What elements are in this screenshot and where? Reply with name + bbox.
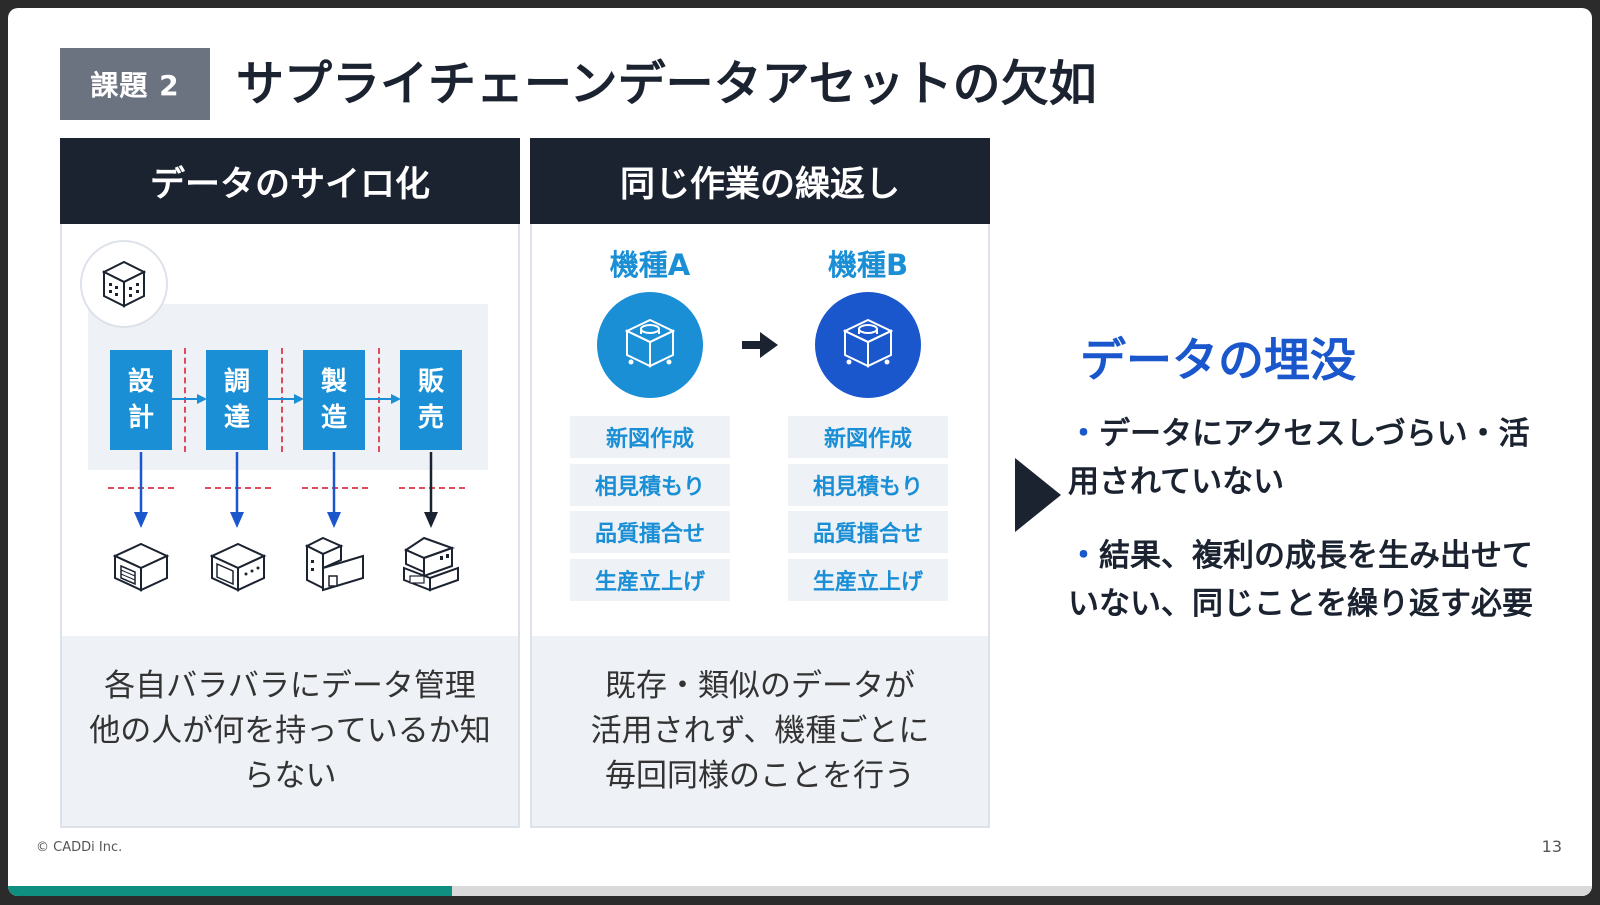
issue-badge: 課題 2 — [60, 48, 210, 120]
dept-procurement-char1: 調 — [223, 367, 250, 397]
conclusion-bullet: ・結果、複利の成長を生み出せていない、同じことを繰り返す必要 — [1068, 532, 1538, 628]
caption-line: らない — [243, 757, 337, 794]
result-arrow-icon — [1015, 458, 1061, 532]
down-arrow-icon — [327, 452, 341, 528]
task-item: 相見積もり — [788, 464, 948, 506]
caption-line: 各自バラバラにデータ管理 — [104, 667, 476, 704]
copyright: © CADDi Inc. — [36, 840, 123, 855]
warehouse-icon — [112, 542, 170, 592]
model-a-label: 機種A — [609, 248, 691, 282]
panel-repeated-work-caption: 既存・類似のデータが 活用されず、機種ごとに 毎回同様のことを行う — [532, 636, 988, 826]
dept-sales: 販 売 — [400, 350, 462, 450]
slide-title: サプライチェーンデータアセットの欠如 — [236, 56, 1097, 112]
flow-arrow-icon — [365, 394, 401, 404]
dept-manufacturing-char2: 造 — [320, 403, 347, 433]
caption-line: 既存・類似のデータが — [605, 667, 915, 704]
flow-arrow-icon — [268, 394, 304, 404]
factory-icon — [304, 536, 364, 592]
task-item: 生産立上げ — [570, 559, 730, 601]
office-icon — [209, 542, 267, 592]
model-b-label: 機種B — [827, 248, 909, 282]
store-icon — [403, 536, 459, 592]
progress-bar — [8, 886, 1592, 896]
dept-procurement-char2: 達 — [223, 403, 250, 433]
conclusion-heading: データの埋没 — [1080, 333, 1356, 387]
dept-procurement: 調 達 — [206, 350, 268, 450]
dept-manufacturing: 製 造 — [303, 350, 365, 450]
machine-b-icon — [815, 292, 921, 398]
panel-data-silo-caption: 各自バラバラにデータ管理 他の人が何を持っているか知 らない — [62, 636, 518, 826]
bullet-dot: ・ — [1068, 416, 1099, 452]
task-item: 新図作成 — [570, 416, 730, 458]
task-item: 品質擂合せ — [570, 511, 730, 553]
bullet-dot: ・ — [1068, 538, 1099, 574]
conclusion-bullet: ・データにアクセスしづらい・活用されていない — [1068, 410, 1538, 506]
down-arrow-icon — [230, 452, 244, 528]
caption-line: 毎回同様のことを行う — [605, 757, 915, 794]
down-arrow-icon — [424, 452, 438, 528]
machine-a-icon — [597, 292, 703, 398]
dept-design-char1: 設 — [127, 367, 154, 397]
down-arrow-icon — [134, 452, 148, 528]
panel-data-silo: データのサイロ化 設 計 調 達 — [60, 138, 520, 828]
caption-line: 活用されず、機種ごとに — [590, 712, 930, 749]
task-item: 相見積もり — [570, 464, 730, 506]
task-item: 新図作成 — [788, 416, 948, 458]
slide: 課題 2 サプライチェーンデータアセットの欠如 データのサイロ化 設 計 — [8, 8, 1592, 896]
panel-data-silo-header: データのサイロ化 — [60, 138, 520, 224]
dept-design-char2: 計 — [127, 403, 154, 433]
panel-repeated-work: 同じ作業の繰返し 機種A 機種B — [530, 138, 990, 828]
page-number: 13 — [1541, 837, 1562, 856]
panel-repeated-work-header: 同じ作業の繰返し — [530, 138, 990, 224]
bullet-text: 結果、複利の成長を生み出せていない、同じことを繰り返す必要 — [1068, 538, 1533, 622]
company-building-icon — [80, 240, 168, 328]
bullet-text: データにアクセスしづらい・活用されていない — [1068, 416, 1530, 500]
arrow-right-icon — [742, 332, 778, 358]
dept-design: 設 計 — [110, 350, 172, 450]
task-item: 生産立上げ — [788, 559, 948, 601]
dept-sales-char1: 販 — [417, 367, 444, 397]
caption-line: 他の人が何を持っているか知 — [89, 712, 491, 749]
dept-manufacturing-char1: 製 — [320, 367, 347, 397]
flow-arrow-icon — [171, 394, 207, 404]
dept-sales-char2: 売 — [417, 403, 444, 433]
progress-fill — [8, 886, 452, 896]
task-item: 品質擂合せ — [788, 511, 948, 553]
